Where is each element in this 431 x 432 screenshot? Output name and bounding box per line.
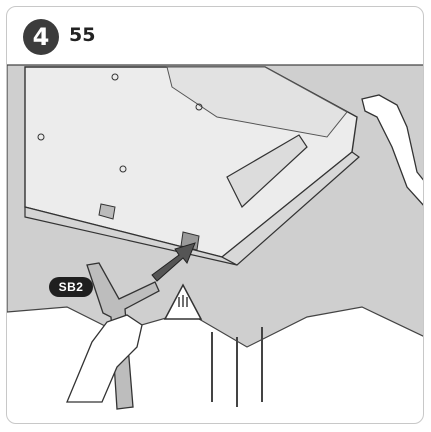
screw-hole [111,73,119,81]
step-number-badge: 4 [23,19,59,55]
tv-rear-cover [166,66,348,138]
screw-hole [195,103,203,111]
instruction-panel: 4 55 SB2 [6,6,424,424]
screen-size-label: 55 [69,24,96,46]
tv-corner-edge [220,151,360,266]
part-code-badge: SB2 [49,277,93,297]
hand-right [361,94,423,206]
illustration [7,64,423,410]
screw-hole [119,165,127,173]
insert-arrow [151,242,196,282]
screw-hole [37,133,45,141]
terminal-panel [226,134,308,208]
stand-slot [98,203,116,220]
caution-hand-triangle-icon [163,283,203,320]
hand-left [66,314,143,403]
